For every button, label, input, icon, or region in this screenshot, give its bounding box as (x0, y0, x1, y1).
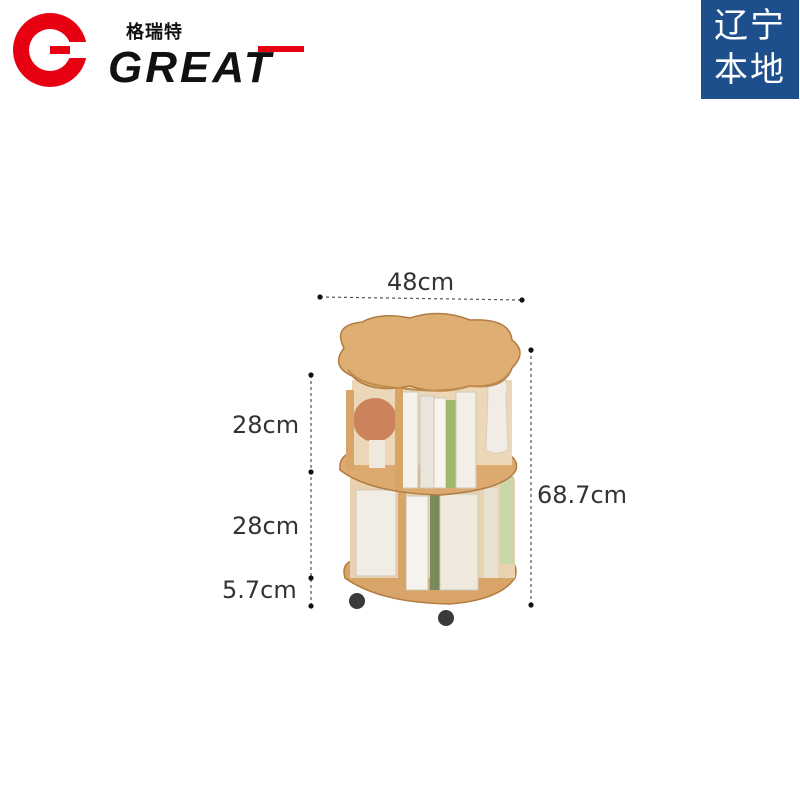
g-ring-logo-icon (13, 13, 90, 87)
badge-line-1: 辽宁 (714, 6, 786, 46)
width-dimension-label: 48cm (387, 268, 455, 296)
total-height-label: 68.7cm (537, 481, 628, 509)
rotating-bookshelf (337, 312, 521, 626)
local-region-badge: 辽宁 本地 (701, 0, 799, 99)
svg-text:GREAT: GREAT (108, 43, 274, 92)
brand-name-chinese: 格瑞特 (126, 22, 183, 43)
lower-shelf-height-label: 28cm (232, 512, 300, 540)
brand-name-english: GREAT (108, 43, 304, 92)
upper-shelf-height-label: 28cm (232, 411, 300, 439)
dimension-lines (310, 296, 532, 606)
dimension-points (308, 294, 534, 609)
brand-logo: 格瑞特 GREAT (12, 12, 312, 92)
base-height-label: 5.7cm (222, 576, 297, 604)
badge-line-2: 本地 (714, 50, 786, 90)
